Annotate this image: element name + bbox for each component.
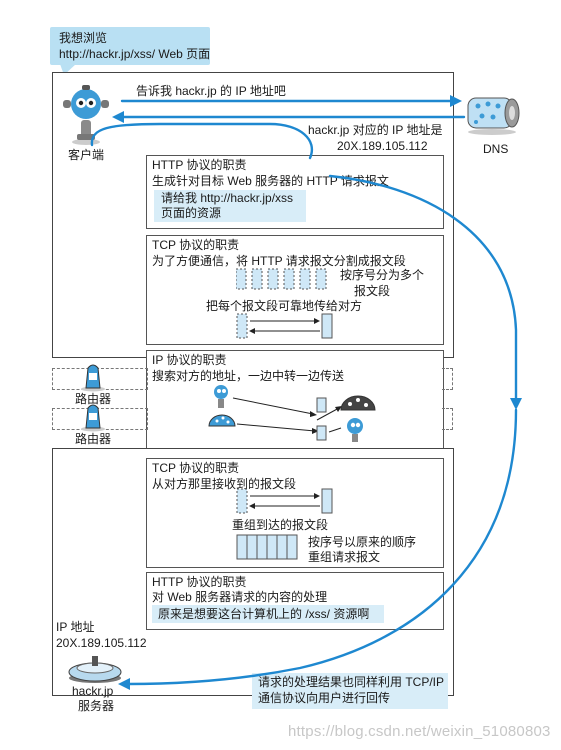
ip-desc: 搜索对方的地址，一边中转一边传送	[152, 369, 345, 383]
dns-query-text: 告诉我 hackr.jp 的 IP 地址吧	[136, 84, 286, 98]
tcp-send-title: TCP 协议的职责	[152, 238, 240, 252]
tcp-send-desc: 为了方便通信，将 HTTP 请求报文分割成报文段	[152, 254, 406, 268]
speech-bubble	[50, 27, 210, 65]
http-send-title: HTTP 协议的职责	[152, 158, 247, 172]
dns-answer-line-2: 20X.189.105.112	[337, 139, 428, 153]
http-request-note	[154, 190, 306, 222]
dns-label: DNS	[483, 142, 509, 156]
tcp-recv-desc: 从对方那里接收到的报文段	[152, 477, 297, 491]
reply-note-line-2: 通信协议向用户进行回传	[258, 691, 391, 705]
tcp-send-box	[146, 235, 444, 345]
watermark: https://blog.csdn.net/weixin_51080803	[288, 723, 551, 740]
packet-robot-icon	[214, 385, 228, 408]
tcp-seq-line-1: 按序号分为多个	[340, 268, 425, 282]
ip-routing-graphic	[208, 385, 376, 442]
tcp-segments-graphic	[236, 268, 327, 290]
router-lane-1-right	[442, 368, 453, 390]
tcp-send-arrows	[236, 313, 333, 339]
router-label-1: 路由器	[75, 392, 112, 406]
tcp-order-line-1: 按序号以原来的顺序	[308, 535, 417, 549]
reply-note	[252, 673, 448, 709]
reply-note-line-1: 请求的处理结果也同样利用 TCP/IP	[258, 675, 445, 689]
ip-title: IP 协议的职责	[152, 353, 227, 367]
client-label: 客户端	[68, 148, 105, 162]
tcp-order-line-2: 重组请求报文	[308, 550, 381, 564]
tcp-reassemble-text: 重组到达的报文段	[232, 518, 329, 532]
bubble-line-1: 我想浏览	[59, 31, 108, 45]
http-recv-desc: 对 Web 服务器请求的内容的处理	[152, 590, 328, 604]
http-resource-note-text: 原来是想要这台计算机上的 /xss/ 资源啊	[158, 607, 370, 621]
http-recv-title: HTTP 协议的职责	[152, 575, 247, 589]
http-request-note-line-1: 请给我 http://hackr.jp/xss	[161, 191, 294, 205]
tcp-reliable-text: 把每个报文段可靠地传给对方	[206, 299, 363, 313]
server-ip-value: 20X.189.105.112	[56, 636, 147, 650]
http-resource-note	[152, 605, 384, 623]
router-label-2: 路由器	[75, 432, 112, 446]
dns-answer-line-1: hackr.jp 对应的 IP 地址是	[308, 123, 443, 137]
router-lane-2-right	[442, 408, 453, 430]
router-icon	[81, 404, 105, 432]
server-name-line-2: 服务器	[78, 699, 115, 713]
tcp-recv-arrows	[236, 488, 333, 514]
tcp-seq-line-2: 报文段	[354, 284, 391, 298]
router-icon	[81, 364, 105, 392]
server-ip-label: IP 地址	[56, 620, 95, 634]
web-server-icon	[68, 656, 122, 683]
server-name-line-1: hackr.jp	[72, 684, 114, 698]
http-request-note-line-2: 页面的资源	[161, 206, 222, 220]
http-send-desc: 生成针对目标 Web 服务器的 HTTP 请求报文	[152, 174, 389, 188]
bubble-line-2: http://hackr.jp/xss/ Web 页面	[59, 47, 211, 61]
dns-server-icon	[467, 97, 520, 135]
tcp-recv-title: TCP 协议的职责	[152, 461, 240, 475]
tcp-reassembled-segments	[236, 534, 298, 560]
